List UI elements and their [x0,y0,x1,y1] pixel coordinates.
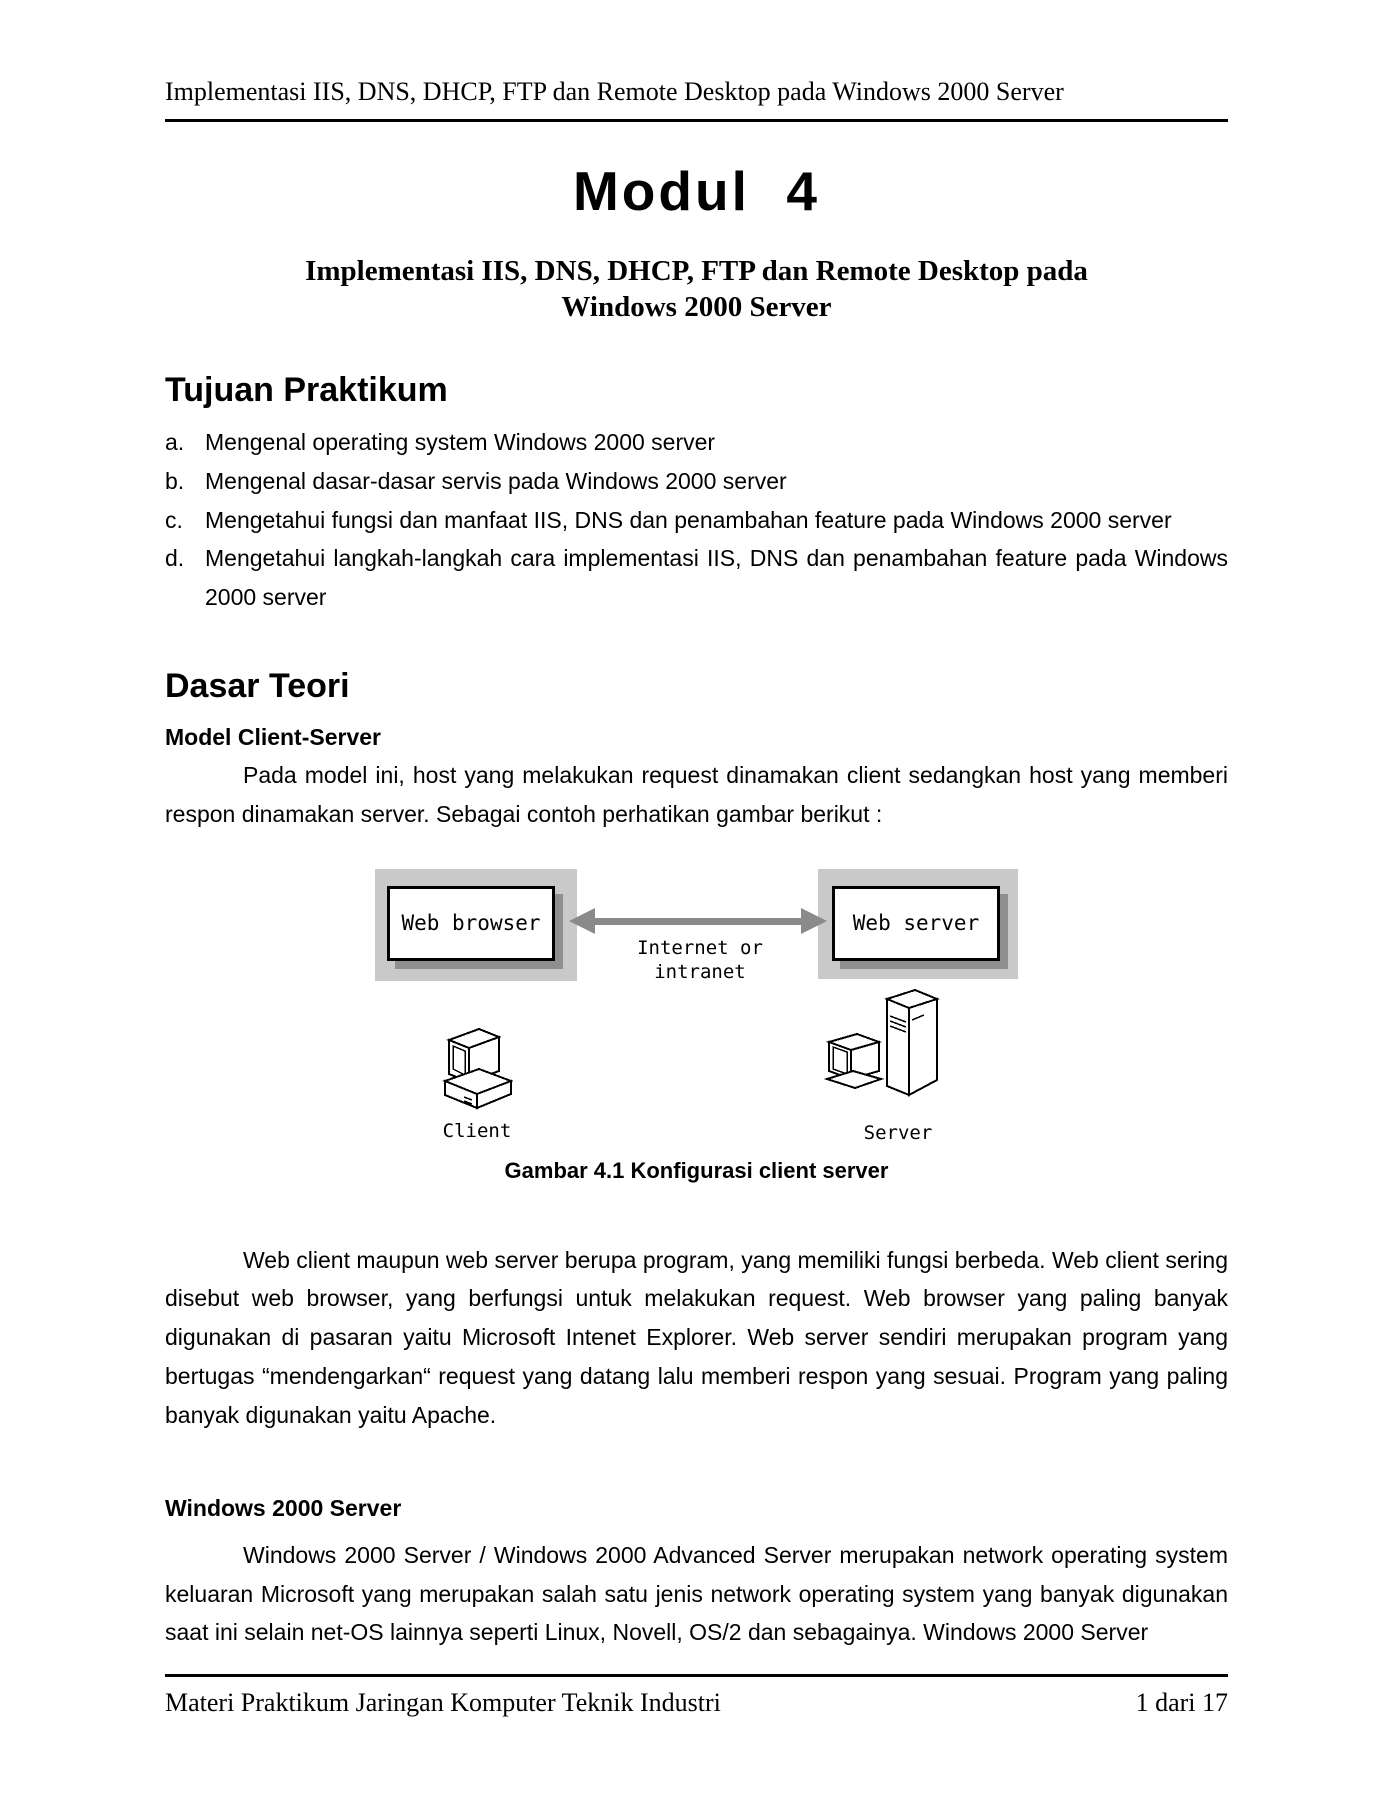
paragraph-windows-2000-server: Windows 2000 Server / Windows 2000 Advan… [165,1541,1228,1646]
double-arrow-shaft [593,917,803,925]
running-header: Implementasi IIS, DNS, DHCP, FTP dan Rem… [165,77,1064,106]
list-item-text: Mengenal operating system Windows 2000 s… [205,429,716,456]
list-item-marker: b. [165,467,185,494]
paragraph-model-client-server: Pada model ini, host yang melakukan requ… [165,762,1228,827]
server-tower-icon [823,987,953,1119]
network-label-line2: intranet [654,960,746,983]
objective-list: a. Mengenal operating system Windows 200… [165,423,1228,617]
list-item-text: Mengenal dasar-dasar servis pada Windows… [205,467,787,494]
server-label: Server [863,1121,933,1144]
list-item: b. Mengenal dasar-dasar servis pada Wind… [165,462,1228,501]
double-arrow-right-head-icon [801,907,827,934]
paragraph-web-client-server: Web client maupun web server berupa prog… [165,1246,1228,1428]
figure-caption: Gambar 4.1 Konfigurasi client server [504,1157,889,1183]
web-browser-box: Web browser [387,885,555,961]
page-content: Implementasi IIS, DNS, DHCP, FTP dan Rem… [0,76,1391,1652]
network-label-line1: Internet or [637,936,763,959]
footer-left-text: Materi Praktikum Jaringan Komputer Tekni… [165,1688,721,1717]
list-item-marker: a. [165,429,185,456]
figure-client-server-diagram: Web browser Web server Internet or intra… [165,864,1228,1146]
page-number: 1 dari 17 [1135,1688,1228,1717]
heading-model-client-server: Model Client-Server [165,723,381,750]
module-subtitle: Implementasi IIS, DNS, DHCP, FTP dan Rem… [165,253,1228,325]
client-label: Client [442,1119,512,1142]
list-item: d. Mengetahui langkah-langkah cara imple… [165,539,1228,617]
list-item-text: Mengetahui langkah-langkah cara implemen… [205,545,1228,611]
list-item-text: Mengetahui fungsi dan manfaat IIS, DNS d… [205,506,1172,533]
list-item: a. Mengenal operating system Windows 200… [165,423,1228,462]
page-footer: Materi Praktikum Jaringan Komputer Tekni… [165,1688,1228,1718]
footer-rule [165,1674,1228,1677]
heading-tujuan-praktikum: Tujuan Praktikum [165,371,448,410]
list-item-marker: c. [165,506,183,533]
module-title: Modul 4 [572,160,821,223]
list-item-marker: d. [165,545,185,572]
network-label: Internet or intranet [585,936,815,984]
heading-dasar-teori: Dasar Teori [165,666,350,705]
double-arrow-left-head-icon [569,907,595,934]
list-item: c. Mengetahui fungsi dan manfaat IIS, DN… [165,501,1228,540]
client-computer-icon [435,1024,515,1119]
header-rule [165,119,1228,123]
heading-windows-2000-server: Windows 2000 Server [165,1495,402,1522]
module-subtitle-line1: Implementasi IIS, DNS, DHCP, FTP dan Rem… [305,255,1088,288]
web-server-box: Web server [832,885,1000,961]
module-subtitle-line2: Windows 2000 Server [561,291,832,324]
